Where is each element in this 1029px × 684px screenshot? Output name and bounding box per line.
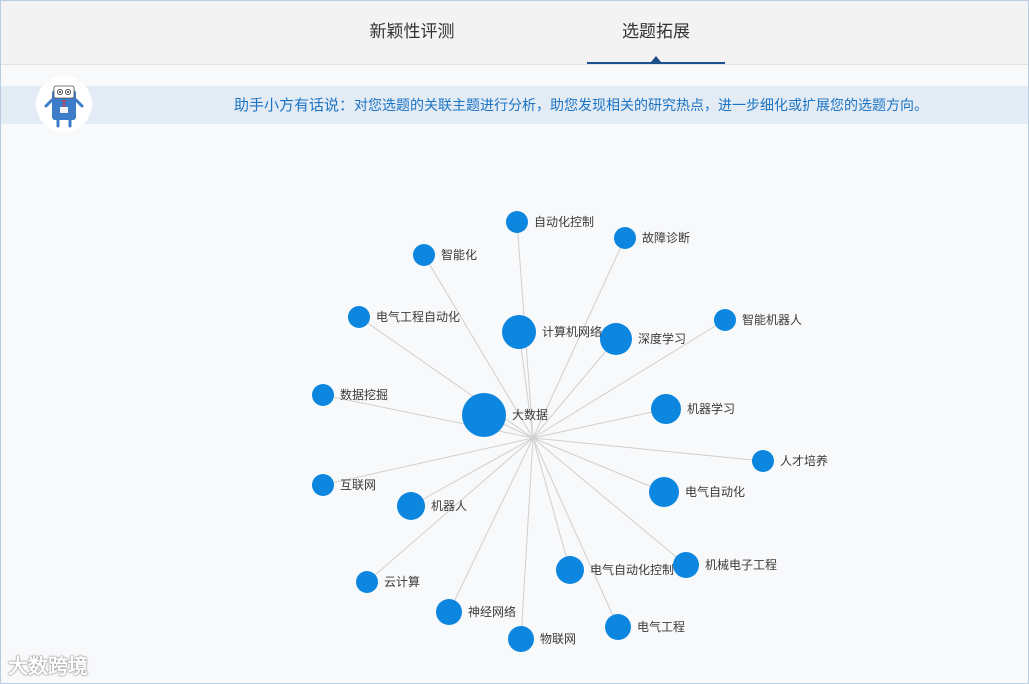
graph-node-label[interactable]: 智能机器人 [742, 312, 802, 327]
graph-node-circle[interactable] [649, 477, 679, 507]
graph-node-label[interactable]: 机械电子工程 [705, 557, 777, 572]
graph-link [533, 339, 616, 438]
graph-node-circle[interactable] [506, 211, 528, 233]
graph-node-circle[interactable] [348, 306, 370, 328]
graph-node[interactable]: 电气自动化 [649, 477, 745, 507]
graph-link [411, 438, 533, 506]
graph-node-label[interactable]: 云计算 [384, 574, 420, 589]
graph-node[interactable]: 电气工程自动化 [348, 306, 460, 328]
graph-node-circle[interactable] [312, 474, 334, 496]
graph-node-label[interactable]: 人才培养 [780, 453, 828, 468]
graph-node-label[interactable]: 机器学习 [687, 401, 735, 416]
graph-node-label[interactable]: 故障诊断 [642, 230, 690, 245]
graph-node[interactable]: 互联网 [312, 474, 376, 496]
graph-node[interactable]: 故障诊断 [614, 227, 690, 249]
graph-node[interactable]: 电气自动化控制 [556, 556, 674, 584]
graph-node-label[interactable]: 大数据 [512, 407, 548, 422]
graph-node[interactable]: 智能机器人 [714, 309, 802, 331]
graph-node[interactable]: 机器学习 [651, 394, 735, 424]
graph-node-circle[interactable] [436, 599, 462, 625]
graph-node-label[interactable]: 电气工程 [637, 619, 685, 634]
graph-node[interactable]: 云计算 [356, 571, 420, 593]
graph-node[interactable]: 智能化 [413, 244, 477, 266]
graph-node-circle[interactable] [462, 393, 506, 437]
graph-node-label[interactable]: 机器人 [431, 499, 467, 513]
graph-node-circle[interactable] [312, 384, 334, 406]
graph-node[interactable]: 大数据 [462, 393, 548, 437]
graph-node-label[interactable]: 自动化控制 [534, 215, 594, 229]
graph-node-label[interactable]: 神经网络 [468, 604, 516, 619]
graph-node-label[interactable]: 深度学习 [638, 331, 686, 346]
graph-node-circle[interactable] [413, 244, 435, 266]
graph-node[interactable]: 人才培养 [752, 450, 828, 472]
graph-node-circle[interactable] [502, 315, 536, 349]
graph-node-label[interactable]: 电气自动化 [685, 484, 745, 499]
graph-node-circle[interactable] [673, 552, 699, 578]
graph-node-circle[interactable] [651, 394, 681, 424]
graph-node-label[interactable]: 计算机网络 [542, 324, 602, 339]
graph-node[interactable]: 机械电子工程 [673, 552, 777, 578]
graph-node-label[interactable]: 电气自动化控制 [590, 562, 674, 577]
graph-node-label[interactable]: 智能化 [441, 247, 477, 262]
graph-link [533, 438, 664, 492]
graph-node[interactable]: 神经网络 [436, 599, 516, 625]
graph-node-label[interactable]: 物联网 [540, 632, 576, 646]
graph-link [533, 438, 763, 461]
graph-node[interactable]: 物联网 [508, 626, 576, 652]
graph-node-circle[interactable] [752, 450, 774, 472]
graph-node[interactable]: 电气工程 [605, 614, 685, 640]
graph-node-label[interactable]: 数据挖掘 [340, 387, 388, 402]
graph-node-circle[interactable] [556, 556, 584, 584]
graph-node-circle[interactable] [605, 614, 631, 640]
graph-node-label[interactable]: 电气工程自动化 [376, 309, 460, 324]
graph-node[interactable]: 机器人 [397, 492, 467, 520]
graph-node[interactable]: 数据挖掘 [312, 384, 388, 406]
graph-link [449, 438, 533, 612]
graph-link [533, 438, 618, 627]
graph-node-circle[interactable] [397, 492, 425, 520]
graph-node-circle[interactable] [356, 571, 378, 593]
graph-link [521, 438, 533, 639]
graph-node-circle[interactable] [714, 309, 736, 331]
graph-link [533, 438, 570, 570]
graph-node-circle[interactable] [600, 323, 632, 355]
graph-node-circle[interactable] [614, 227, 636, 249]
graph-node-circle[interactable] [508, 626, 534, 652]
graph-node-label[interactable]: 互联网 [340, 478, 376, 492]
graph-link [533, 409, 666, 438]
graph-node[interactable]: 自动化控制 [506, 211, 594, 233]
graph-node[interactable]: 深度学习 [600, 323, 686, 355]
watermark: 大数跨境 [8, 650, 88, 679]
